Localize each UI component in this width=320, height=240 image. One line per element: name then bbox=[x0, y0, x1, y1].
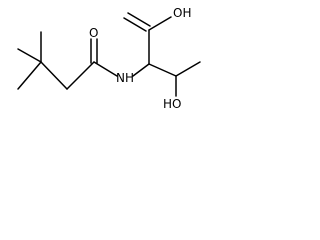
bond-beta-to-methyl bbox=[175, 61, 201, 77]
amide-nh-label: NH bbox=[116, 71, 134, 85]
amide-oxygen-label: O bbox=[89, 26, 98, 40]
chemical-structure: OH O NH HO bbox=[17, 6, 201, 111]
bond-methyl-bottom bbox=[17, 61, 42, 90]
bond-acid-c-oh bbox=[148, 16, 172, 31]
bond-methyl-top-left bbox=[17, 48, 42, 63]
carboxyl-oh-label: OH bbox=[173, 6, 191, 20]
bond-lines bbox=[17, 12, 201, 97]
bond-carbonyl-to-nh bbox=[93, 61, 118, 77]
bond-nh-to-alpha bbox=[132, 63, 150, 77]
bond-alpha-to-beta bbox=[148, 63, 177, 77]
hydroxyl-ho-label: HO bbox=[163, 97, 181, 111]
bond-quaternary-to-ch2 bbox=[40, 61, 68, 90]
bond-acid-co-1 bbox=[123, 17, 147, 32]
bond-ch2-to-carbonyl bbox=[66, 61, 95, 90]
bond-acid-co-2 bbox=[127, 12, 151, 27]
